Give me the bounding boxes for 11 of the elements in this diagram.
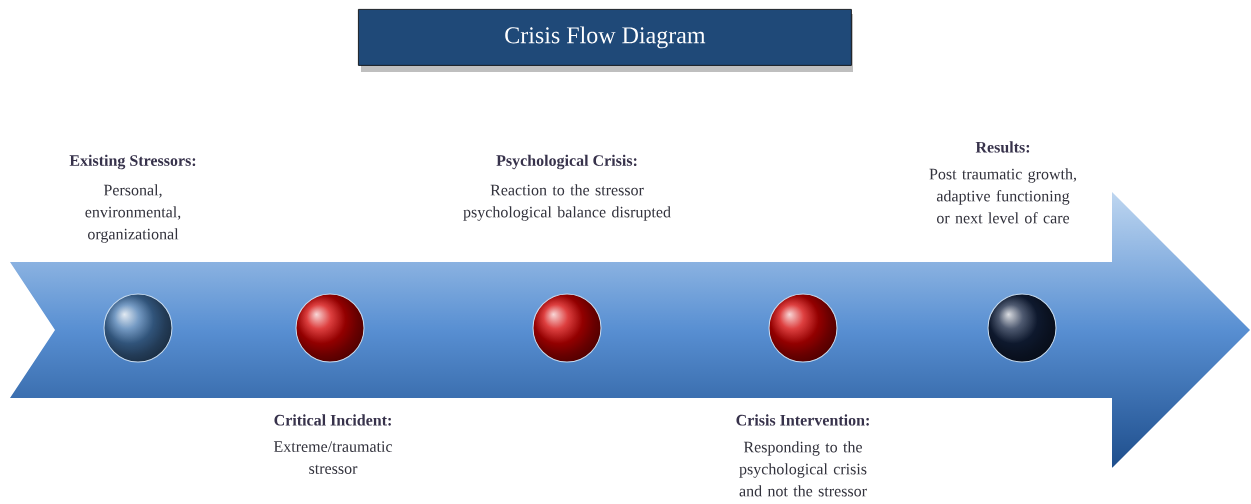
step-description: Reaction to the stressor psychological balance disrupted: [463, 184, 671, 221]
step-heading: Crisis Intervention:: [736, 414, 869, 426]
step-heading: Psychological Crisis:: [496, 154, 637, 170]
step-description: Extreme/traumatic stressor: [273, 441, 393, 474]
step-heading: Results:: [975, 141, 1030, 153]
step-description: Post traumatic growth, adaptive functioning or next level of care: [929, 168, 1076, 224]
step-heading: Existing Stressors:: [69, 154, 196, 170]
step-description: Responding to the psychological crisis and not the stressor: [739, 441, 867, 497]
step-description: Personal, environmental, organizational: [85, 184, 181, 243]
title-banner: Crisis Flow Diagram: [358, 9, 853, 72]
step-heading: Critical Incident:: [274, 414, 391, 426]
